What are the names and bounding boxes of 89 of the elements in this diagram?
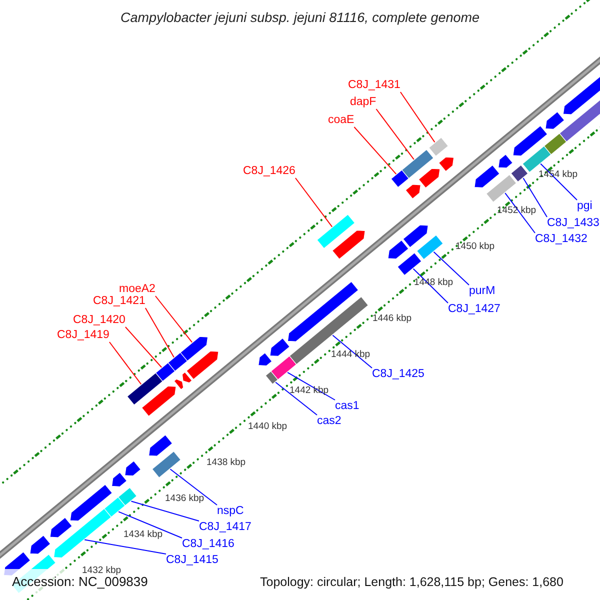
gene-feature bbox=[498, 154, 514, 168]
gene-feature bbox=[405, 184, 421, 200]
gene-feature bbox=[418, 168, 440, 188]
leader-line bbox=[376, 108, 414, 160]
gene-feature bbox=[388, 240, 409, 260]
gene-feature bbox=[174, 378, 184, 390]
title: Campylobacter jejuni subsp. jejuni 81116, complete genome bbox=[120, 11, 480, 24]
gene-label: moeA2 bbox=[119, 283, 156, 296]
gene-box bbox=[510, 164, 528, 182]
gene-label: pgi bbox=[577, 200, 592, 213]
genome-summary: Topology: circular; Length: 1,628,115 bp; Genes: 1,680 bbox=[260, 576, 564, 589]
leader-line bbox=[354, 126, 397, 175]
gene-box bbox=[316, 214, 356, 249]
gene-feature bbox=[141, 386, 176, 417]
leader-line bbox=[118, 511, 182, 538]
gene-label: cas1 bbox=[335, 400, 360, 413]
gene-label: C8J_1421 bbox=[93, 295, 146, 308]
gene-label: C8J_1432 bbox=[535, 233, 588, 246]
gene-feature bbox=[474, 164, 500, 188]
gene-feature bbox=[182, 372, 192, 384]
gene-box bbox=[416, 234, 444, 260]
gene-box bbox=[118, 487, 138, 506]
scale-label: 1444 kbp bbox=[331, 348, 370, 361]
leader-line bbox=[144, 308, 174, 358]
gene-label: purM bbox=[469, 285, 496, 298]
gene-feature bbox=[53, 508, 112, 558]
leader-line bbox=[130, 500, 200, 522]
gene-label: C8J_1433 bbox=[547, 217, 600, 230]
leader-line bbox=[84, 539, 166, 554]
gene-box bbox=[155, 362, 176, 382]
gene-feature bbox=[438, 156, 454, 172]
gene-label: C8J_1431 bbox=[348, 79, 400, 92]
leader-line bbox=[433, 251, 470, 286]
gene-feature bbox=[111, 472, 128, 487]
leader-line bbox=[540, 163, 578, 200]
gene-box bbox=[104, 496, 126, 518]
scale-label: 1436 kbp bbox=[165, 492, 204, 505]
gene-box bbox=[390, 170, 410, 188]
gene-box bbox=[544, 132, 567, 155]
gene-box bbox=[265, 370, 278, 385]
leader-line bbox=[108, 342, 142, 385]
scale-label: 1432 kbp bbox=[82, 564, 122, 576]
gene-feature bbox=[180, 336, 208, 362]
gene-label: nspC bbox=[217, 505, 244, 518]
gene-label: C8J_1415 bbox=[166, 554, 218, 567]
gene-label: C8J_1416 bbox=[182, 538, 234, 551]
gene-feature bbox=[512, 125, 548, 156]
gene-feature bbox=[70, 484, 113, 522]
scale-label: 1440 kbp bbox=[248, 420, 288, 433]
gene-label: dapF bbox=[350, 96, 376, 109]
leader-line bbox=[294, 178, 333, 228]
gene-label: C8J_1427 bbox=[448, 303, 500, 316]
gene-feature bbox=[186, 350, 219, 380]
gene-label: C8J_1420 bbox=[73, 314, 126, 327]
gene-feature bbox=[124, 460, 142, 476]
gene-feature bbox=[332, 230, 366, 260]
scale-label: 1438 kbp bbox=[206, 456, 246, 469]
leader-line bbox=[170, 468, 218, 506]
gene-box bbox=[126, 372, 164, 406]
gene-box bbox=[397, 252, 422, 276]
gene-feature bbox=[287, 281, 359, 342]
gene-label: C8J_1426 bbox=[243, 165, 296, 178]
gene-label: C8J_1419 bbox=[57, 329, 110, 342]
leader-line bbox=[124, 326, 162, 368]
gene-label: C8J_1417 bbox=[199, 521, 252, 534]
scale-label: 1450 kbp bbox=[456, 240, 495, 253]
gene-feature bbox=[50, 517, 72, 538]
gene-label: cas2 bbox=[317, 415, 342, 428]
gene-label: C8J_1425 bbox=[372, 368, 424, 381]
leader-line bbox=[275, 382, 318, 416]
gene-box bbox=[270, 355, 297, 380]
scale-label: 1446 kbp bbox=[372, 312, 412, 325]
leader-line bbox=[154, 296, 193, 343]
gene-feature bbox=[545, 111, 565, 130]
gene-label: coaE bbox=[328, 114, 354, 127]
gene-box bbox=[486, 174, 517, 203]
gene-box bbox=[428, 137, 449, 157]
scale-label: 1434 kbp bbox=[124, 528, 163, 541]
gene-feature bbox=[258, 352, 272, 366]
gene-box bbox=[152, 450, 182, 478]
gene-box bbox=[168, 352, 188, 372]
scale-label: 1452 kbp bbox=[497, 204, 536, 217]
gene-feature bbox=[402, 224, 428, 248]
gene-box bbox=[289, 296, 369, 365]
gene-feature bbox=[270, 338, 290, 357]
leader-line bbox=[287, 372, 336, 400]
gene-box bbox=[401, 149, 434, 179]
gene-feature bbox=[148, 434, 173, 456]
leader-line bbox=[504, 192, 536, 234]
